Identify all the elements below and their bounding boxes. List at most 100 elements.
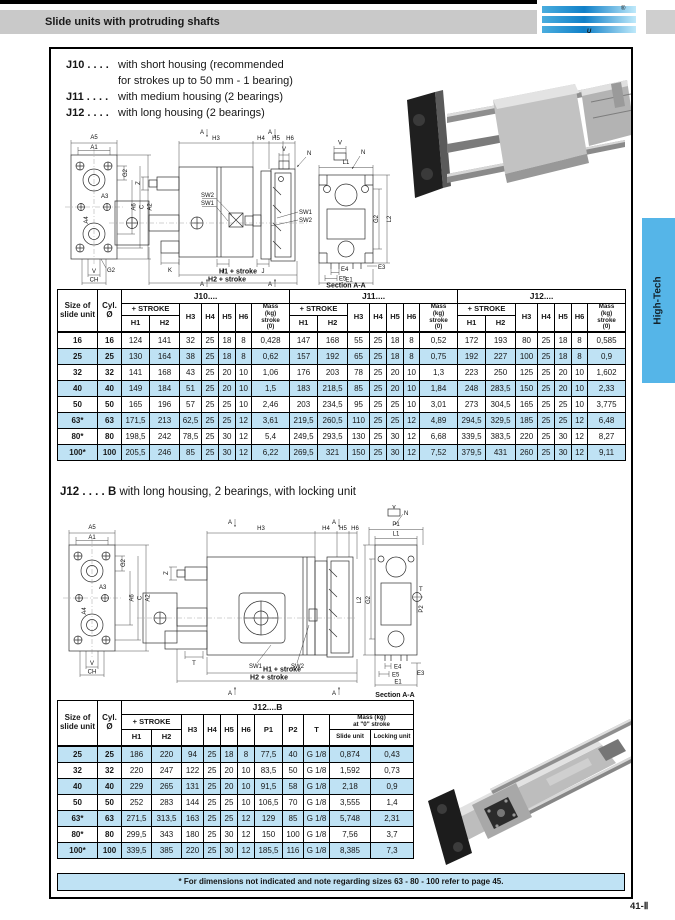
page-number: 41-Ⅱ [630, 901, 649, 912]
value-cell: 25 [201, 364, 219, 382]
value-cell: 171,5 [121, 412, 150, 430]
mass-line: stroke [261, 316, 280, 324]
value-cell: 0,52 [419, 331, 459, 350]
size-cell: 32 [57, 364, 98, 382]
value-cell: 50 [282, 761, 304, 779]
value-cell: 25 [201, 380, 219, 398]
value-cell: 106,5 [254, 793, 283, 811]
cyl-cell: 50 [97, 793, 122, 811]
value-cell: 10 [237, 777, 255, 795]
value-cell: 25 [201, 428, 219, 446]
value-cell: 12 [235, 412, 252, 430]
section-aa-view: V N L1 G2 L2 E4 E5 E1 E3 Section A-A [318, 141, 392, 288]
dim-label: A1 [90, 145, 98, 151]
value-cell: 260,5 [317, 412, 349, 430]
group-header-j11: J11.... [289, 289, 459, 304]
dim-label: G2 [123, 168, 129, 177]
section-arrow-label: A [200, 130, 204, 136]
value-cell: G 1/8 [303, 841, 330, 859]
dim-label: SW1 [249, 664, 263, 670]
value-cell: 242 [149, 428, 180, 446]
value-cell: 116 [282, 841, 304, 859]
value-cell: 165 [121, 396, 150, 414]
dim-label: H5 [272, 136, 280, 142]
brand-logo: U ® [537, 0, 641, 40]
value-cell: 186 [121, 745, 152, 763]
value-cell: 25 [537, 396, 556, 414]
value-cell: 25 [537, 412, 556, 430]
value-cell: 25 [201, 412, 219, 430]
value-cell: 83,5 [254, 761, 283, 779]
value-cell: 20 [386, 364, 405, 382]
value-cell: 12 [235, 428, 252, 446]
col-header: H2 [317, 315, 349, 333]
value-cell: 8 [571, 348, 589, 366]
value-cell: G 1/8 [303, 777, 330, 795]
value-cell: 8 [235, 348, 252, 366]
value-cell: 223 [457, 364, 487, 382]
value-cell: 78,5 [179, 428, 202, 446]
value-cell: 25 [369, 396, 388, 414]
dim-label: E3 [378, 265, 386, 271]
value-cell: 1,3 [419, 364, 459, 382]
value-cell: 293,5 [317, 428, 349, 446]
cyl-cell: 63 [97, 412, 122, 430]
value-cell: 18 [386, 348, 405, 366]
value-cell: 25 [369, 444, 388, 462]
value-cell: 249,5 [289, 428, 319, 446]
dim-label: E4 [341, 267, 349, 273]
value-cell: 12 [571, 412, 589, 430]
value-cell: 25 [386, 412, 405, 430]
value-cell: 180 [181, 825, 204, 843]
section-aa-view: V N P1 L1 L2 G2 T P2 E4 E5 E1 E3 Section… [357, 505, 425, 699]
value-cell: 8 [403, 331, 421, 350]
cyl-cell: 32 [97, 364, 122, 382]
value-cell: 30 [554, 444, 573, 462]
value-cell: 1,592 [329, 761, 371, 779]
value-cell: 227 [485, 348, 517, 366]
cyl-cell: 25 [97, 745, 122, 763]
page-title: Slide units with protruding shafts [45, 16, 220, 28]
value-cell: 283,5 [485, 380, 517, 398]
dim-label: N [404, 511, 408, 517]
dim-label: C [138, 595, 144, 600]
value-cell: 12 [235, 444, 252, 462]
value-cell: 91,5 [254, 777, 283, 795]
value-cell: 30 [554, 428, 573, 446]
value-cell: 1,06 [250, 364, 291, 382]
value-cell: 12 [403, 444, 421, 462]
value-cell: 43 [179, 364, 202, 382]
value-cell: 3,01 [419, 396, 459, 414]
footnote-band: * For dimensions not indicated and note … [57, 873, 625, 891]
stroke-header: + STROKE [121, 714, 182, 730]
value-cell: 176 [289, 364, 319, 382]
value-cell: 0,428 [250, 331, 291, 350]
dim-label: C [140, 204, 146, 209]
col-header: H3 [515, 303, 539, 333]
col-header: H5 [386, 303, 405, 333]
value-cell: 70 [282, 793, 304, 811]
dim-label: V [282, 147, 286, 153]
value-cell: 7,56 [329, 825, 371, 843]
value-cell: 40 [282, 745, 304, 763]
value-cell: 110 [347, 412, 371, 430]
dim-label: Z [164, 571, 170, 575]
value-cell: 379,5 [457, 444, 487, 462]
mass-header: Mass (kg) at "0" stroke [328, 714, 415, 730]
dim-label: N [361, 150, 365, 156]
value-cell: 149 [121, 380, 150, 398]
dim-label: A2 [146, 594, 152, 602]
dim-label: A6 [130, 594, 136, 602]
value-cell: 269,5 [289, 444, 319, 462]
col-header-cyl: Cyl. Ø [97, 699, 122, 747]
value-cell: 8,27 [587, 428, 627, 446]
value-cell: 141 [121, 364, 150, 382]
value-cell: 343 [151, 825, 182, 843]
dim-label: T [192, 661, 196, 667]
dim-label: V [392, 505, 396, 511]
